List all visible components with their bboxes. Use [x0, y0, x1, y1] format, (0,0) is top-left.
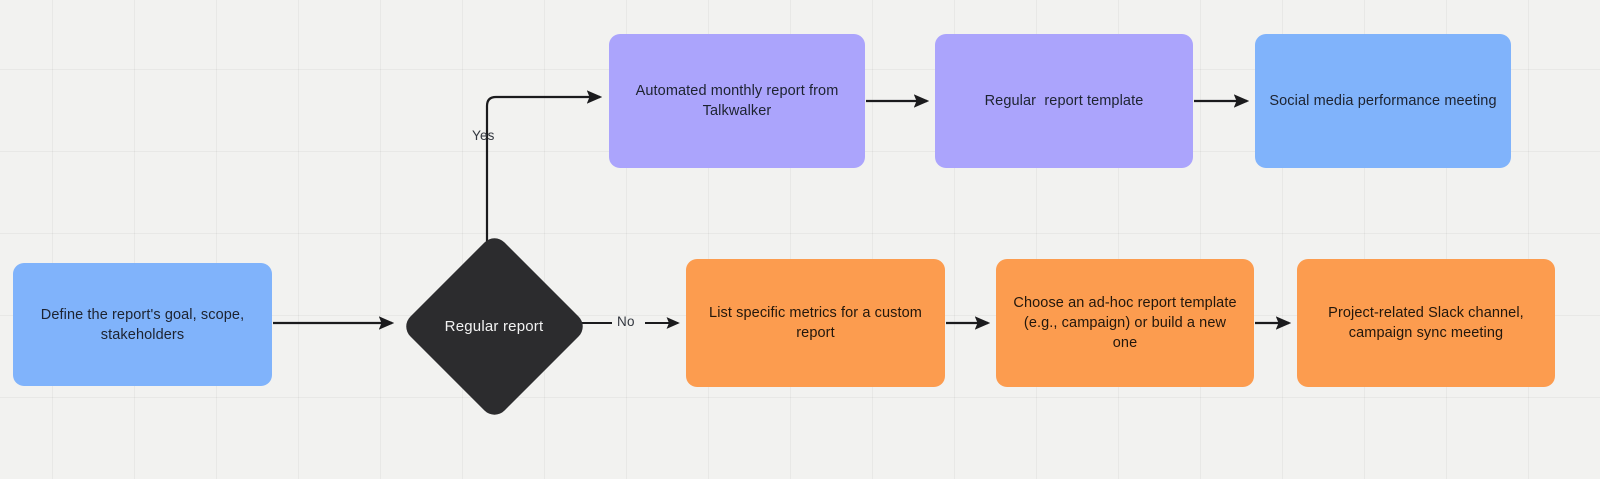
node-choose-ad-hoc-template[interactable]: Choose an ad-hoc report template (e.g., …	[996, 259, 1254, 387]
node-define-report-goal[interactable]: Define the report's goal, scope, stakeho…	[13, 263, 272, 386]
node-social-media-performance-meeting[interactable]: Social media performance meeting	[1255, 34, 1511, 168]
node-project-slack-channel[interactable]: Project-related Slack channel, campaign …	[1297, 259, 1555, 387]
edge-decision-to-yes1	[485, 90, 603, 243]
edge-label-yes: Yes	[472, 128, 495, 143]
decision-label: Regular report	[444, 317, 544, 335]
node-label: Social media performance meeting	[1269, 93, 1497, 109]
node-list-specific-metrics[interactable]: List specific metrics for a custom repor…	[686, 259, 945, 387]
node-automated-monthly-report[interactable]: Automated monthly report from Talkwalker	[609, 34, 865, 168]
node-label: Choose an ad-hoc report template (e.g., …	[1013, 295, 1241, 351]
node-label: Automated monthly report from Talkwalker	[635, 83, 843, 119]
node-label: Regular report template	[984, 93, 1144, 109]
edge-label-no: No	[617, 314, 635, 329]
node-label: Define the report's goal, scope, stakeho…	[40, 306, 249, 343]
node-label: Project-related Slack channel, campaign …	[1328, 305, 1528, 341]
node-regular-report-template[interactable]: Regular report template	[935, 34, 1193, 168]
decision-regular-report[interactable]: Regular report	[399, 231, 589, 421]
node-label: List specific metrics for a custom repor…	[709, 305, 927, 341]
